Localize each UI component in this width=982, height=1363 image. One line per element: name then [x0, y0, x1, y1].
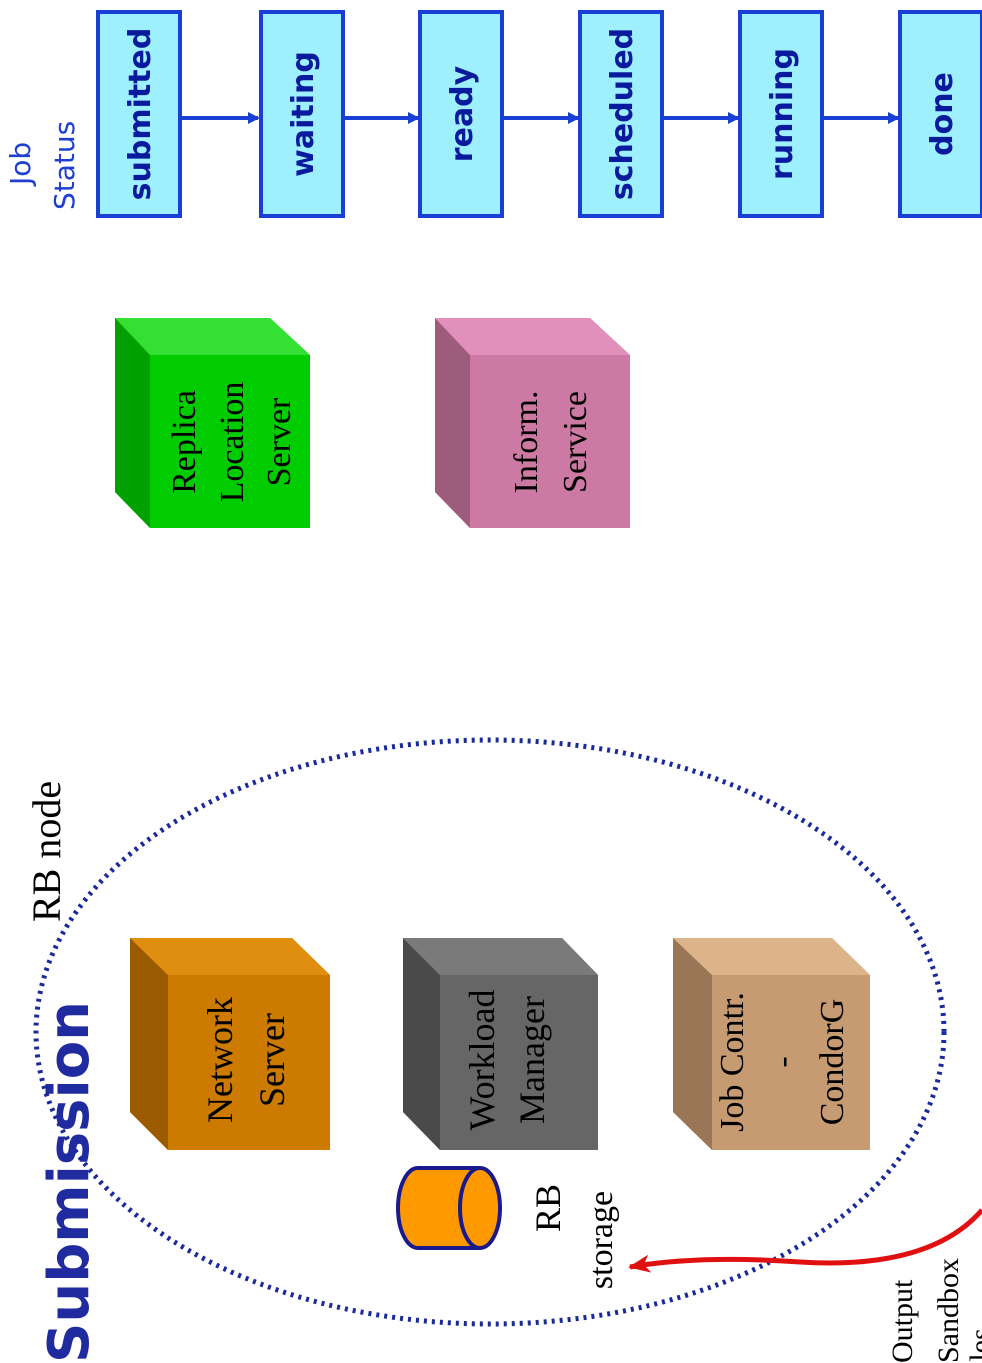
replica-location-server: Replica Location Server [115, 318, 310, 528]
job-status-label-line2: Status [48, 121, 81, 210]
replica-label-line3: Server [261, 397, 298, 486]
status-submitted-label: submitted [123, 28, 158, 201]
status-done-label: done [925, 72, 960, 156]
status-running: running [738, 10, 824, 218]
rb-storage: RB storage [396, 1166, 620, 1289]
status-waiting-label: waiting [286, 51, 321, 177]
inform-label-line1: Inform. [508, 391, 545, 494]
job-controller-label-line3: CondorG [814, 999, 851, 1126]
status-ready: ready [418, 10, 504, 218]
rb-storage-label-line2: storage [583, 1191, 620, 1289]
workload-manager-label-line1: Workload [462, 989, 502, 1130]
status-ready-label: ready [445, 65, 480, 162]
job-controller-label-line1: Job Contr. [714, 992, 751, 1132]
rb-node-label: RB node [24, 781, 69, 922]
job-controller-label-line2: - [764, 1056, 801, 1067]
replica-label-line1: Replica [166, 390, 203, 494]
database-icon [396, 1166, 502, 1250]
network-server: Network Server [130, 938, 330, 1150]
information-service: Inform. Service [435, 318, 630, 528]
output-sandbox-label: Output Sandbox files [886, 1258, 982, 1363]
output-sandbox-arrow [628, 1208, 982, 1273]
output-sandbox-line1: Output [886, 1279, 919, 1363]
job-status-label-line1: Job [4, 142, 37, 187]
status-submitted: submitted [96, 10, 182, 218]
status-scheduled-label: scheduled [605, 28, 640, 200]
rb-storage-label-line1: RB [528, 1184, 568, 1232]
output-sandbox-line2: Sandbox [932, 1258, 965, 1363]
job-controller: Job Contr. - CondorG [673, 938, 870, 1150]
status-done: done [898, 10, 982, 218]
output-sandbox-line3: files [964, 1328, 982, 1363]
network-server-label-line1: Network [200, 997, 240, 1123]
inform-label-line2: Service [557, 391, 594, 493]
job-status-label: Job Status [4, 121, 81, 210]
status-running-label: running [765, 48, 800, 180]
workload-manager-label-line2: Manager [512, 996, 552, 1124]
rb-node-boundary [33, 737, 947, 1327]
replica-label-line2: Location [214, 382, 251, 503]
status-scheduled: scheduled [578, 10, 664, 218]
workload-manager: Workload Manager [403, 938, 598, 1150]
status-waiting: waiting [259, 10, 345, 218]
network-server-label-line2: Server [252, 1013, 292, 1107]
page-title: Submission [37, 1001, 102, 1363]
